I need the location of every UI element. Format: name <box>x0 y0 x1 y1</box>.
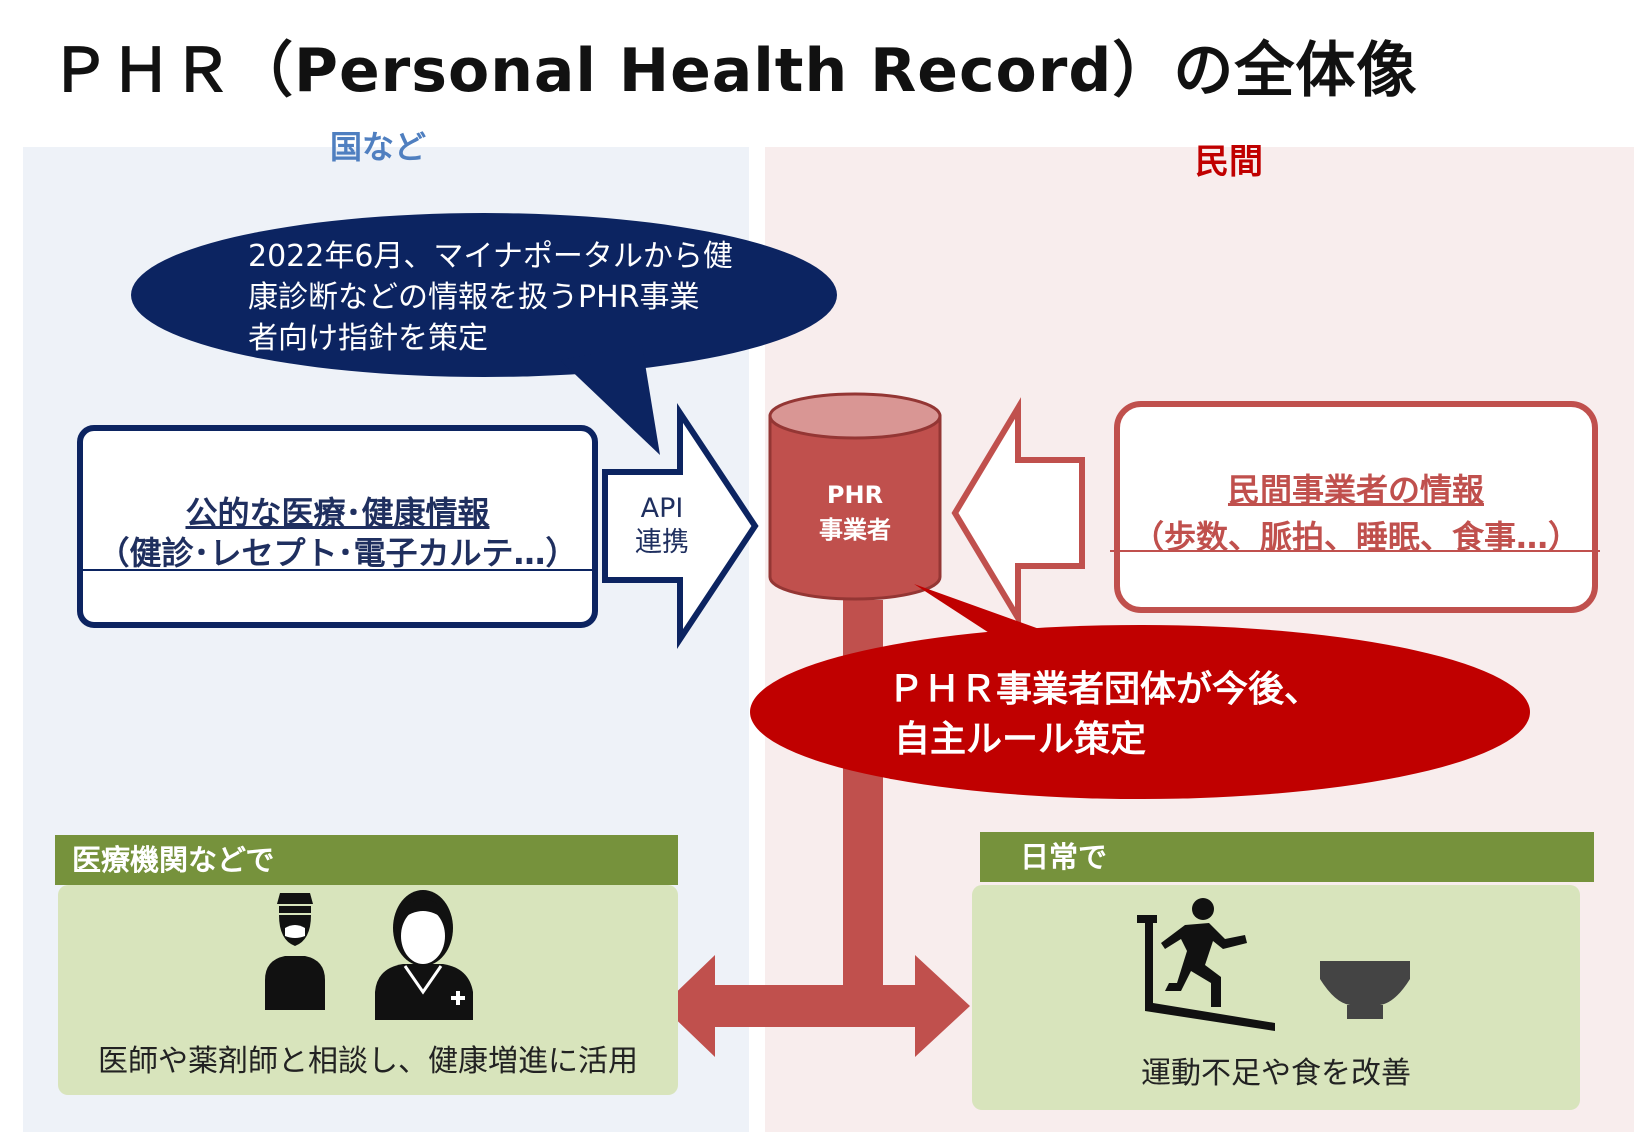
government-bubble-line: 者向け指針を策定 <box>248 321 488 356</box>
pharmacist-icon <box>265 893 325 1010</box>
private-bubble-line2: 自主ルール策定 <box>894 719 1147 760</box>
treadmill-runner-icon <box>1137 898 1275 1031</box>
private-bubble-line1: ＰＨＲ事業者団体が今後、 <box>888 669 1321 710</box>
api-arrow <box>602 403 759 649</box>
medical-caption: 医師や薬剤師と相談し、健康増進に活用 <box>98 1044 638 1079</box>
private-info-subtitle: （歩数、脈拍、睡眠、食事…） <box>1131 518 1580 556</box>
government-bubble-text: 2022年6月、マイナポータルから健 康診断などの情報を扱うPHR事業 者向け指… <box>248 236 733 359</box>
private-info-box <box>1114 401 1598 613</box>
medical-icons <box>265 890 473 1020</box>
government-region-label: 国など <box>330 128 427 166</box>
double-arrow <box>662 955 970 1057</box>
api-arrow-label-line2: 連携 <box>635 527 689 558</box>
daily-icons <box>1137 898 1410 1031</box>
api-arrow-label: API 連携 <box>628 492 696 560</box>
government-bubble-line: 康診断などの情報を扱うPHR事業 <box>248 280 700 315</box>
private-bubble <box>750 584 1530 799</box>
daily-header: 日常で <box>980 832 1594 882</box>
daily-caption: 運動不足や食を改善 <box>1141 1056 1411 1091</box>
phr-operator-label-line1: PHR <box>826 481 884 509</box>
page-title: ＰＨＲ（Personal Health Record）の全体像 <box>50 36 1418 106</box>
bowl-icon <box>1320 961 1410 1019</box>
private-info-title: 民間事業者の情報 <box>1227 471 1484 509</box>
private-region-label: 民間 <box>1195 142 1263 182</box>
medical-box <box>58 885 678 1095</box>
api-arrow-label-line1: API <box>640 493 684 524</box>
private-data-arrow <box>951 397 1085 629</box>
phr-operator-label: PHR 事業者 <box>770 478 940 548</box>
public-info-subtitle: （健診･レセプト･電子カルテ…） <box>97 534 578 572</box>
public-info-title: 公的な医療･健康情報 <box>185 494 490 532</box>
private-bubble-text: ＰＨＲ事業者団体が今後、 自主ルール策定 <box>888 665 1320 765</box>
government-bubble <box>131 213 837 455</box>
doctor-icon <box>375 890 473 1020</box>
daily-box <box>972 885 1580 1110</box>
public-info-box <box>77 425 598 628</box>
phr-operator-label-line2: 事業者 <box>819 516 891 544</box>
medical-header: 医療機関などで <box>55 835 678 885</box>
phr-operator-cylinder <box>768 392 942 601</box>
government-bubble-line: 2022年6月、マイナポータルから健 <box>248 239 733 274</box>
